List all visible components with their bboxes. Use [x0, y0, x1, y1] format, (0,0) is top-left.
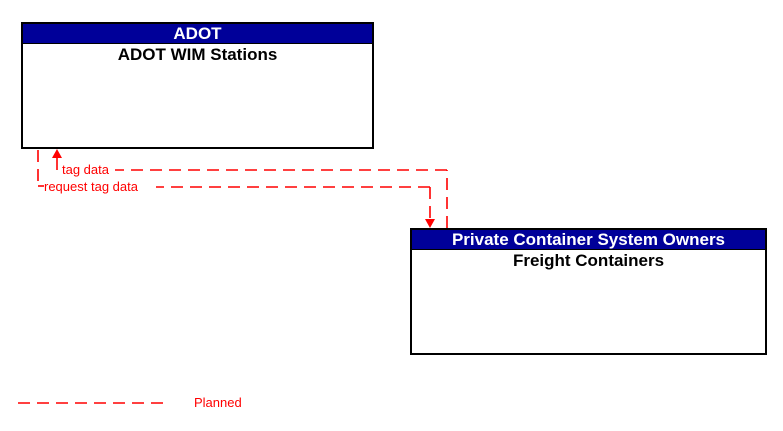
flow-label-tag-data: tag data — [62, 162, 109, 177]
request-tag-data-arrowhead-down — [425, 219, 435, 228]
flow-label-request-tag-data: request tag data — [44, 179, 138, 194]
entity-adot-element-label: ADOT WIM Stations — [117, 45, 278, 64]
entity-adot-header: ADOT — [23, 24, 372, 44]
legend-planned-label: Planned — [194, 395, 242, 410]
entity-pcso-element-label: Freight Containers — [512, 251, 665, 270]
entity-freight-containers: Private Container System Owners Freight … — [410, 228, 767, 355]
entity-adot-wim-stations: ADOT ADOT WIM Stations — [21, 22, 374, 149]
entity-pcso-header: Private Container System Owners — [412, 230, 765, 250]
tag-data-arrowhead-up — [52, 149, 62, 158]
